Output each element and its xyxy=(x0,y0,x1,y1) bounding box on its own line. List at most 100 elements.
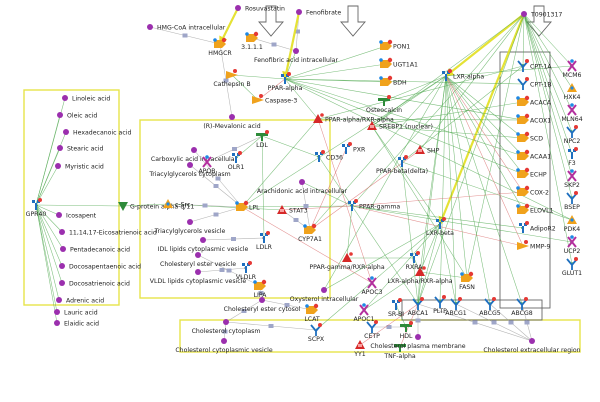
node-t0901317[interactable]: T0901317 xyxy=(521,11,562,19)
node-ldlr[interactable]: LDLR xyxy=(256,231,273,251)
node-pon1[interactable]: PON1 xyxy=(379,39,410,51)
node-fenofibrate[interactable]: Fenofibrate xyxy=(296,9,341,17)
node-carboxylic[interactable]: Carboxylic acid intracellular xyxy=(151,147,238,163)
node-pparalpha[interactable]: PPAR-alpha xyxy=(268,72,303,92)
node-osteocalcin[interactable]: Osteocalcin xyxy=(366,95,402,114)
node-tg_cyto[interactable]: Triacylglycerols cytoplasm xyxy=(148,162,231,178)
node-cox2[interactable]: COX-2 xyxy=(516,185,549,197)
node-elaidic[interactable]: Elaidic acid xyxy=(54,320,99,328)
node-mln64[interactable]: MLN64 xyxy=(561,103,583,123)
node-cpt1b[interactable]: CPT-1B xyxy=(517,77,552,90)
node-pxr[interactable]: PXR xyxy=(342,142,366,154)
node-abcg1[interactable]: ABCG1 xyxy=(445,297,467,317)
node-abca1[interactable]: ABCA1 xyxy=(408,297,429,317)
node-ugt1a1[interactable]: UGT1A1 xyxy=(379,57,418,69)
node-fenofibric[interactable]: Fenofibric acid intracellular xyxy=(254,48,338,64)
node-tg_vesicle[interactable]: Triacylglycerols vesicle xyxy=(154,219,226,235)
node-stat3[interactable]: STAT3 xyxy=(277,205,308,215)
node-lxralpha[interactable]: LXR-alpha xyxy=(442,69,484,81)
node-oleic[interactable]: Oleic acid xyxy=(57,112,97,120)
node-mcm6[interactable]: MCM6 xyxy=(563,59,582,79)
node-idl[interactable]: IDL lipids cytoplasmic vesicle xyxy=(158,237,249,253)
node-hxk4[interactable]: HXK4 xyxy=(564,83,581,101)
node-linoleic[interactable]: Linoleic acid xyxy=(62,95,110,103)
node-glut1[interactable]: GLUT1 xyxy=(562,257,582,277)
node-apoc1[interactable]: APOC1 xyxy=(353,303,375,323)
node-chol_vesicle[interactable]: Cholesterol cytoplasmic vesicle xyxy=(175,338,273,354)
node-shp[interactable]: SHP xyxy=(415,145,440,155)
node-lxrbeta[interactable]: LXR-beta xyxy=(426,217,454,237)
node-arachidonic[interactable]: Arachidonic acid intracellular xyxy=(257,179,348,195)
node-ce_cytosol[interactable]: Cholesteryl ester cytosol xyxy=(224,297,301,313)
node-rxra[interactable]: RXRA xyxy=(406,251,424,271)
node-mmp9[interactable]: MMP-9 xyxy=(517,240,551,251)
node-enzyme3111[interactable]: 3.1.1.1 xyxy=(241,31,263,51)
node-elovl1[interactable]: ELOVL1 xyxy=(516,203,554,215)
node-cetp[interactable]: CETP xyxy=(364,320,380,340)
node-skp2[interactable]: SKP2 xyxy=(564,169,580,189)
node-bsep[interactable]: BSEP xyxy=(564,191,580,211)
node-caspase3[interactable]: Caspase-3 xyxy=(252,94,297,105)
node-ucp2[interactable]: UCP2 xyxy=(564,235,581,255)
node-bdh[interactable]: BDH xyxy=(379,75,407,87)
node-apob[interactable]: APOB xyxy=(198,155,216,175)
node-scpx[interactable]: SCPX xyxy=(308,323,325,343)
node-cathepsinb[interactable]: Cathepsin B xyxy=(213,69,251,88)
node-lcat[interactable]: LCAT xyxy=(304,303,320,323)
node-mevalonic[interactable]: (R)-Mevalonic acid xyxy=(203,114,261,130)
node-fasn[interactable]: FASN xyxy=(459,271,475,291)
node-tnfa[interactable]: TNF-alpha xyxy=(383,344,416,360)
node-chol_pm[interactable]: Cholesterol plasma membrane xyxy=(370,334,466,350)
node-cpt1a[interactable]: CPT-1A xyxy=(517,59,552,72)
node-hdl[interactable]: HDL xyxy=(400,321,413,340)
node-echp[interactable]: ECHP xyxy=(516,167,547,179)
node-adrenic[interactable]: Adrenic acid xyxy=(56,297,104,305)
node-pentadecanoic[interactable]: Pentadecanoic acid xyxy=(60,246,130,254)
node-gpr40[interactable]: GPR40 xyxy=(26,198,47,218)
node-lipa[interactable]: LIPA xyxy=(253,279,267,299)
node-npc2[interactable]: NPC2 xyxy=(564,125,581,145)
node-lpl[interactable]: LPL xyxy=(235,200,260,212)
node-cyp7a1[interactable]: CYP7A1 xyxy=(298,223,322,243)
node-oxysterol[interactable]: Oxysterol intracellular xyxy=(290,287,359,303)
node-lxr_rxr[interactable]: LXR-alpha/RXR-alpha xyxy=(387,266,453,285)
node-lauric[interactable]: Lauric acid xyxy=(54,309,98,317)
node-abcg5[interactable]: ABCG5 xyxy=(479,297,501,317)
node-icosapent[interactable]: Icosapent xyxy=(56,212,97,220)
node-hmgcr[interactable]: HMGCR xyxy=(208,37,232,57)
node-srebp1[interactable]: SREBP1 (nuclear) xyxy=(367,121,433,131)
node-rosuvastatin[interactable]: Rosuvastatin xyxy=(235,5,285,13)
node-srbi[interactable]: SR-BI xyxy=(388,298,404,318)
node-csrc[interactable]: c-Src xyxy=(163,199,191,209)
node-gprotein[interactable]: G-protein alpha-q/11 xyxy=(118,202,194,211)
node-hmgcoa[interactable]: HMG-CoA intracellular xyxy=(147,24,226,32)
node-vldlr[interactable]: VLDLR xyxy=(236,261,257,281)
node-cd36[interactable]: CD36 xyxy=(315,150,343,162)
node-acaca[interactable]: ACACA xyxy=(516,95,552,107)
node-ce_vesicle[interactable]: Cholesteryl ester vesicle xyxy=(160,252,236,268)
node-chol_extra[interactable]: Cholesterol extracellular region xyxy=(483,338,581,354)
node-docosatrienoic[interactable]: Docosatrienoic acid xyxy=(59,280,130,288)
node-ppar_bd[interactable]: PPAR-beta(delta) xyxy=(376,155,428,175)
node-stearic[interactable]: Stearic acid xyxy=(57,145,103,153)
node-pltp[interactable]: PLTP xyxy=(433,295,447,315)
node-pparg[interactable]: PPAR-gamma xyxy=(348,199,400,211)
node-hexadecanoic[interactable]: Hexadecanoic acid xyxy=(63,129,131,137)
node-ppar_rxr[interactable]: PPAR-alpha/RXR-alpha xyxy=(313,113,394,124)
node-abcg8[interactable]: ABCG8 xyxy=(511,297,533,317)
node-vldl[interactable]: VLDL lipids cytoplasmic vesicle xyxy=(150,269,247,285)
node-pparg_rxr[interactable]: PPAR-gamma/RXR-alpha xyxy=(309,252,385,271)
node-chol_cyto[interactable]: Cholesterol cytoplasm xyxy=(192,319,261,335)
node-pdk4[interactable]: PDK4 xyxy=(564,215,581,233)
node-olr1[interactable]: OLR1 xyxy=(228,151,245,171)
node-eicosatrienoic[interactable]: 11,14,17-Eicosatrienoic acid xyxy=(59,229,157,237)
node-adipor2[interactable]: AdipoR2 xyxy=(519,221,556,233)
node-docosapentaenoic[interactable]: Docosapentaenoic acid xyxy=(59,263,141,271)
node-acox1[interactable]: ACOX1 xyxy=(516,113,551,125)
node-apoc3[interactable]: APOC3 xyxy=(361,276,383,296)
node-yy1[interactable]: YY1 xyxy=(353,340,366,358)
node-f3[interactable]: F3 xyxy=(568,147,578,167)
node-ldl[interactable]: LDL xyxy=(256,130,269,149)
node-myristic[interactable]: Myristic acid xyxy=(55,163,104,171)
node-scd[interactable]: SCD xyxy=(516,131,543,143)
